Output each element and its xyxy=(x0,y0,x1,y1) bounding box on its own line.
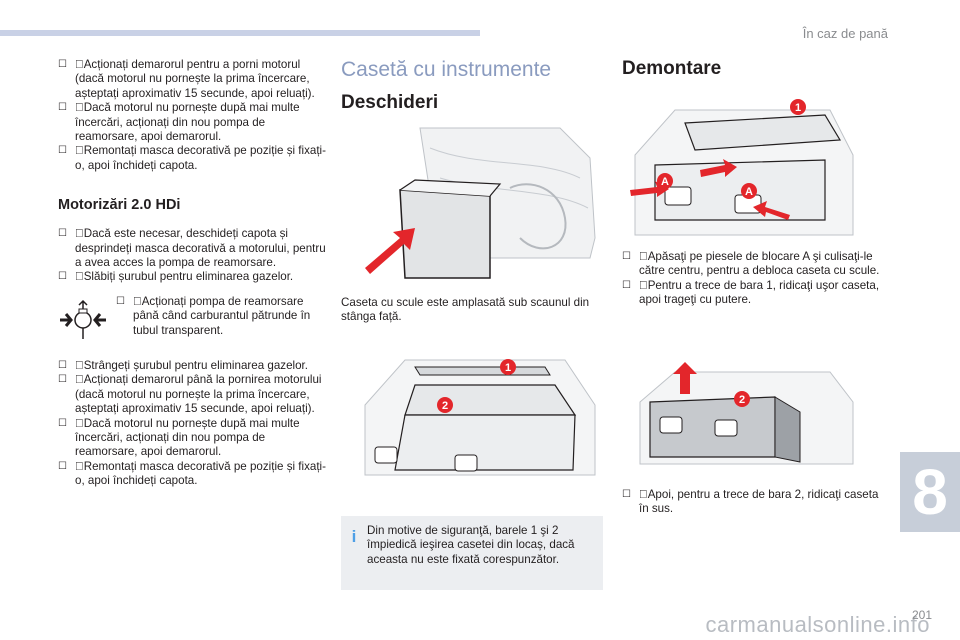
list-item: ☐Apăsaţi pe piesele de blocare A şi culi… xyxy=(622,250,880,278)
list-item: ☐Remontați masca decorativă pe poziție ș… xyxy=(58,459,326,488)
chapter-tab: 8 xyxy=(900,452,960,532)
bullet-icon: ☐ xyxy=(622,489,631,500)
list-item: ☐Acționați pompa de reamorsare până când… xyxy=(116,294,311,337)
mid-bullet-list: ☐Dacă este necesar, deschideți capota și… xyxy=(58,227,326,285)
info-icon: i xyxy=(351,527,357,546)
lift-bullet-list: ☐Apoi, pentru a trece de bara 2, ridicaţ… xyxy=(622,488,884,517)
note-text: Din motive de siguranţă, barele 1 şi 2 î… xyxy=(367,524,575,566)
bullet-icon: ☐ xyxy=(622,251,631,262)
bullet-icon: ☐ xyxy=(58,102,67,114)
list-item: ☐Apoi, pentru a trece de bara 2, ridicaţ… xyxy=(622,488,879,516)
slide-arrow-icon xyxy=(753,201,790,220)
section-title: În caz de pană xyxy=(802,26,888,41)
bullet-icon: ☐ xyxy=(58,359,67,371)
pump-bullet-list: ☐Acționați pompa de reamorsare până când… xyxy=(116,295,321,338)
list-item: ☐Acționați demarorul pentru a porni moto… xyxy=(58,58,315,100)
pump-arrows-icon xyxy=(60,299,106,339)
callout-badge xyxy=(500,359,516,375)
callout-label: 1 xyxy=(795,102,801,114)
bullet-icon: ☐ xyxy=(58,374,67,386)
callout-label: A xyxy=(745,186,753,198)
bullet-icon: ☐ xyxy=(58,271,67,283)
lift-illustration: 2 xyxy=(639,362,854,465)
watermark: carmanualsonline.info xyxy=(705,612,930,637)
header-bar xyxy=(0,30,480,36)
list-item: ☐Dacă motorul nu pornește după mai multe… xyxy=(58,416,300,459)
pull-arrow-icon xyxy=(365,228,415,274)
page-number: 201 xyxy=(911,608,932,622)
middle-column: Casetă cu instrumente Deschideri Caseta … xyxy=(341,58,603,323)
section-heading: Demontare xyxy=(622,58,722,79)
safety-note: i Din motive de siguranţă, barele 1 şi 2… xyxy=(341,516,603,590)
callout-label: 2 xyxy=(442,400,448,412)
list-item: ☐Dacă este necesar, deschideți capota și… xyxy=(58,227,326,270)
list-item: ☐Dacă motorul nu pornește după mai multe… xyxy=(58,101,300,144)
bullet-icon: ☐ xyxy=(58,59,67,70)
callout-label: A xyxy=(661,176,669,188)
top-bullet-list: ☐Acționați demarorul pentru a porni moto… xyxy=(58,58,326,173)
location-paragraph: Caseta cu scule este amplasată sub scaun… xyxy=(341,296,590,324)
slide-arrow-icon xyxy=(700,159,737,177)
bullet-icon: ☐ xyxy=(622,279,631,291)
list-item: ☐Pentru a trece de bara 1, ridicaţi uşor… xyxy=(622,278,880,307)
right-column: Demontare ☐Apăsaţi pe piesele de blocare… xyxy=(622,58,884,515)
list-item: ☐Acționați demarorul până la pornirea mo… xyxy=(58,373,322,416)
pump-row: ☐Acționați pompa de reamorsare până când… xyxy=(58,293,326,351)
callout-badge xyxy=(790,99,806,115)
section-heading: Deschideri xyxy=(341,92,439,113)
bullet-icon: ☐ xyxy=(58,460,67,472)
callout-badge xyxy=(657,173,673,189)
list-item: ☐Strângeți șurubul pentru eliminarea gaz… xyxy=(58,358,308,372)
lift-arrow-icon xyxy=(673,362,697,394)
list-item: ☐Remontați masca decorativă pe poziție ș… xyxy=(58,144,326,172)
callout-badge xyxy=(734,391,750,407)
page-title: Casetă cu instrumente xyxy=(341,58,552,81)
unlock-illustration: 1 A A xyxy=(630,99,854,236)
bullet-icon: ☐ xyxy=(58,228,67,240)
removal-bullet-list: ☐Apăsaţi pe piesele de blocare A şi culi… xyxy=(622,250,884,308)
bullet-icon: ☐ xyxy=(116,295,125,307)
callout-label: 2 xyxy=(739,394,745,406)
callout-badge xyxy=(741,183,757,199)
list-item: ☐Slăbiți șurubul pentru eliminarea gazel… xyxy=(58,270,294,284)
left-column: ☐Acționați demarorul pentru a porni moto… xyxy=(58,58,326,489)
section-heading: Motorizări 2.0 HDi xyxy=(58,197,181,214)
toolbox-bars-illustration: 1 2 xyxy=(364,359,596,476)
bullet-icon: ☐ xyxy=(58,417,67,429)
seat-side-illustration xyxy=(360,127,596,279)
callout-label: 1 xyxy=(505,362,511,374)
bullet-icon: ☐ xyxy=(58,145,67,157)
bottom-bullet-list: ☐Strângeți șurubul pentru eliminarea gaz… xyxy=(58,359,326,489)
callout-badge xyxy=(437,397,453,413)
